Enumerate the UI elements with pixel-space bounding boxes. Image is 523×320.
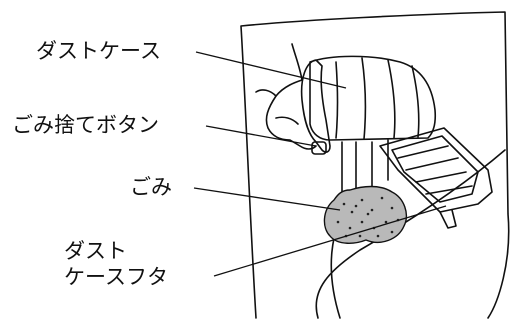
- thumb: [255, 89, 277, 97]
- dust-case-ridge-2: [361, 57, 367, 140]
- label-dirt: ごみ: [130, 175, 172, 199]
- dump-button-shape: [311, 141, 327, 155]
- finger-line: [275, 116, 299, 125]
- dust-case-ridge-1: [335, 61, 339, 139]
- dirt-clump: [323, 185, 408, 244]
- dust-case-ridge-4: [411, 65, 420, 138]
- cover-hinge: [439, 209, 457, 229]
- dust-case-handle: [300, 59, 331, 153]
- cover-slat-4: [425, 185, 473, 195]
- trash-bag: [240, 11, 510, 319]
- cover-inner-frame: [391, 135, 479, 203]
- leader-cover: [213, 205, 447, 277]
- dust-case-cover: [379, 127, 493, 213]
- label-dust-case-cover: ダスト ケースフタ: [64, 238, 168, 290]
- label-dust-case: ダストケース: [36, 39, 161, 63]
- cover-slat-3: [415, 171, 467, 183]
- label-cover-line2: ケースフタ: [64, 265, 168, 289]
- cover-slat-1: [397, 145, 449, 159]
- leader-dump-button: [205, 125, 317, 147]
- label-cover-line1: ダスト: [64, 239, 127, 263]
- label-dump-button: ごみ捨てボタン: [12, 113, 159, 137]
- dust-case-ridge-3: [387, 59, 396, 139]
- hand: [265, 43, 317, 150]
- dust-case-body: [309, 55, 437, 141]
- cover-slat-2: [405, 157, 459, 171]
- leader-dirt: [193, 187, 341, 211]
- leader-dust-case: [195, 51, 347, 89]
